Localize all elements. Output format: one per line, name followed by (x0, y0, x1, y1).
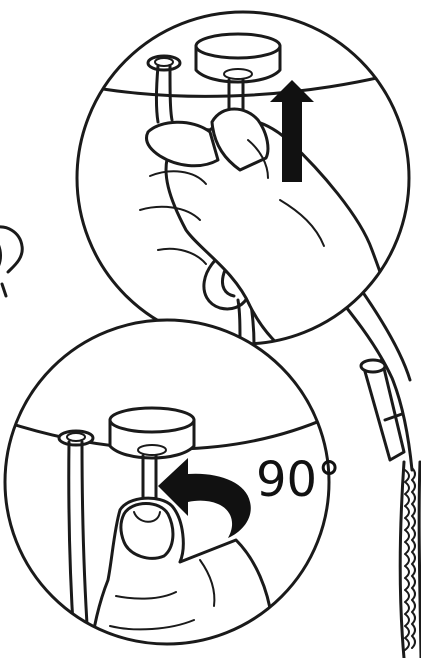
lamp-socket (361, 360, 404, 460)
question-mark-icon (0, 227, 22, 296)
ceiling-cup (196, 34, 280, 82)
rotation-angle-label: 90° (256, 452, 341, 508)
braided-cord (400, 462, 421, 658)
step-lift-hook (60, 12, 421, 360)
ceiling-cup (110, 408, 194, 458)
step-rotate-hook: 90° (0, 320, 341, 658)
